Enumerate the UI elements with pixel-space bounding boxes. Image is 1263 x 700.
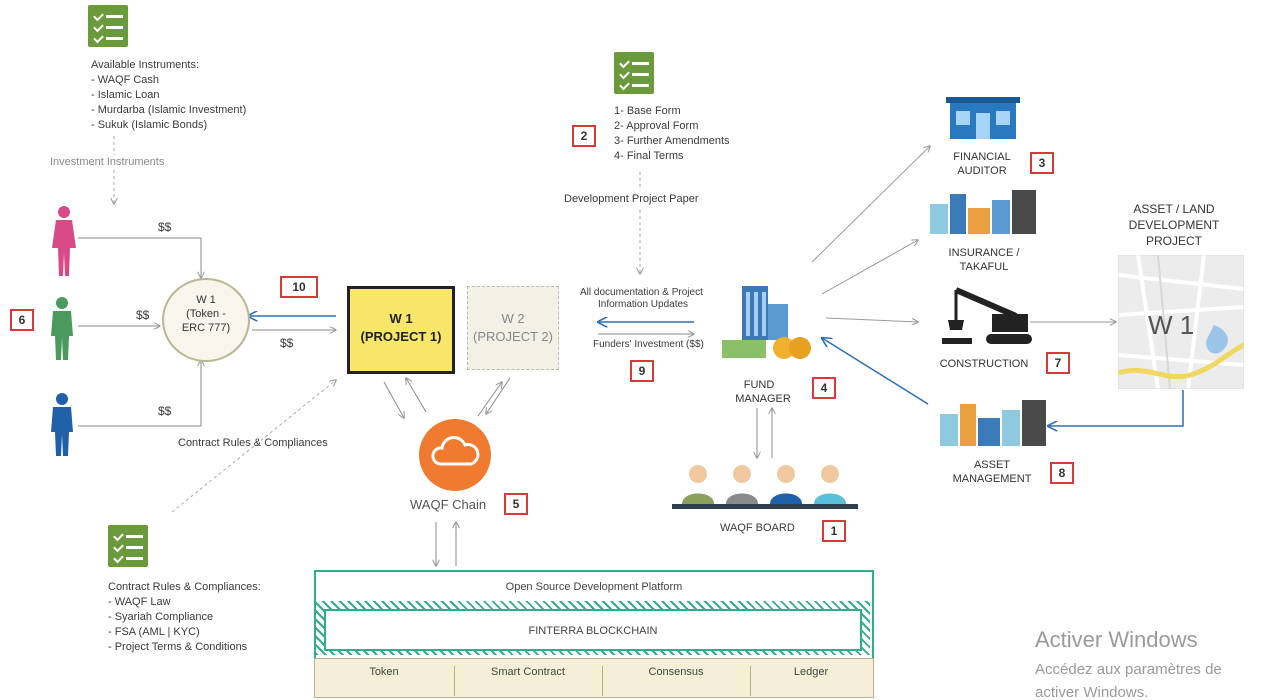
token-label-3: ERC 777) [181, 322, 231, 334]
platform-cell-ledger: Ledger [793, 666, 829, 678]
construction-crane-icon [942, 287, 1032, 344]
chain-label: WAQF Chain [410, 497, 487, 512]
dev-project-title-2: DEVELOPMENT [1128, 218, 1220, 232]
construction-label: CONSTRUCTION [939, 358, 1029, 370]
amount-label: $$ [280, 336, 294, 350]
instrument-item: - Murdarba (Islamic Investment) [91, 104, 247, 116]
form-item: 1- Base Form [614, 105, 681, 117]
badge-5: 5 [504, 493, 528, 515]
platform-cell-consensus: Consensus [602, 666, 751, 696]
asset-management-label-1: ASSET [973, 459, 1011, 471]
project-2-card [467, 286, 559, 370]
map-label: W 1 [1148, 310, 1195, 340]
financial-auditor-building-icon [946, 97, 1020, 139]
contract-rules-caption: Contract Rules & Compliances [178, 437, 328, 449]
funders-investment: Funders' Investment ($$) [593, 339, 704, 350]
badge-7: 7 [1046, 352, 1070, 374]
contract-item: - WAQF Law [108, 596, 171, 608]
blockchain-box [324, 609, 862, 651]
amount-label: $$ [158, 220, 172, 234]
docs-updates-line2: Information Updates [598, 299, 689, 310]
token-label-1: W 1 [196, 294, 216, 306]
open-source-platform-label: Open Source Development Platform [505, 581, 683, 593]
insurance-label-1: INSURANCE / [948, 247, 1020, 259]
cloud-icon [419, 419, 491, 491]
contract-title: Contract Rules & Compliances: [108, 581, 261, 593]
platform-cell-token: Token [314, 666, 455, 696]
investment-instruments-caption: Investment Instruments [50, 156, 165, 168]
badge-8: 8 [1050, 462, 1074, 484]
map-icon [1118, 255, 1244, 389]
badge-4: 4 [812, 377, 836, 399]
token-label-2: (Token - [186, 308, 226, 320]
business-investor-icon [51, 393, 73, 456]
badge-6: 6 [10, 309, 34, 331]
waqf-board-label: WAQF BOARD [720, 522, 795, 534]
badge-9: 9 [630, 360, 654, 382]
checklist-icon [614, 52, 654, 94]
female-investor-icon [52, 206, 76, 276]
watermark-sub-2: activer Windows. [1035, 684, 1149, 700]
contract-item: - Syariah Compliance [108, 611, 214, 623]
amount-label: $$ [158, 404, 172, 418]
badge-2: 2 [572, 125, 596, 147]
fund-manager-label-1: FUND [743, 379, 775, 391]
insurance-label-2: TAKAFUL [959, 261, 1009, 273]
badge-3: 3 [1030, 152, 1054, 174]
project-2-sub: (PROJECT 2) [473, 329, 553, 344]
male-investor-icon [51, 297, 73, 360]
project-1-title: W 1 [389, 311, 413, 326]
platform-cell-smart-contract: Smart Contract [454, 666, 603, 696]
asset-management-label-2: MANAGEMENT [952, 473, 1032, 485]
form-item: 2- Approval Form [614, 120, 699, 132]
auditor-label-2: AUDITOR [957, 165, 1007, 177]
token-circle [162, 278, 250, 362]
insurance-buildings-icon [930, 190, 1036, 234]
instrument-item: - Sukuk (Islamic Bonds) [91, 119, 208, 131]
form-item: 4- Final Terms [614, 150, 684, 162]
dev-project-paper-caption: Development Project Paper [564, 193, 699, 205]
contract-item: - Project Terms & Conditions [108, 641, 248, 653]
instruments-title: Available Instruments: [91, 59, 200, 71]
badge-10: 10 [280, 276, 318, 298]
project-1-sub: (PROJECT 1) [360, 329, 442, 344]
project-1-card [347, 286, 455, 374]
fund-manager-building-icon [722, 286, 811, 359]
watermark-sub-1: Accédez aux paramètres de [1035, 661, 1222, 678]
platform-cells-row [314, 658, 874, 698]
dev-project-title-3: PROJECT [1145, 234, 1202, 248]
asset-management-buildings-icon [940, 400, 1046, 446]
form-item: 3- Further Amendments [614, 135, 730, 147]
contract-item: - FSA (AML | KYC) [108, 626, 200, 638]
badge-1: 1 [822, 520, 846, 542]
dev-project-title-1: ASSET / LAND [1133, 202, 1215, 216]
checklist-icon [108, 525, 148, 567]
auditor-label-1: FINANCIAL [953, 151, 1011, 163]
fund-manager-label-2: MANAGER [735, 393, 791, 405]
amount-label: $$ [136, 308, 150, 322]
waqf-board-people-icon [672, 465, 858, 509]
watermark-title: Activer Windows [1035, 627, 1198, 652]
checklist-icon [88, 5, 128, 47]
blockchain-label: FINTERRA BLOCKCHAIN [528, 625, 658, 637]
instrument-item: - Islamic Loan [91, 89, 160, 101]
instrument-item: - WAQF Cash [91, 74, 160, 86]
docs-updates-line1: All documentation & Project [580, 287, 703, 298]
project-2-title: W 2 [501, 311, 525, 326]
